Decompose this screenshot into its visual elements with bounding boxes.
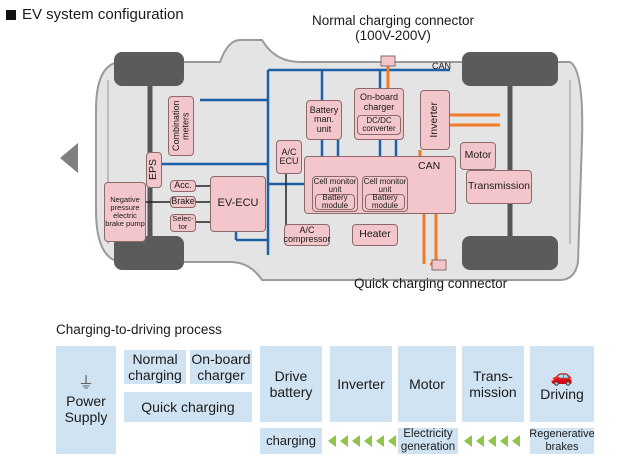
- acc-sensor: Acc.: [170, 180, 196, 192]
- driving-box: 🚗 Driving: [530, 346, 594, 422]
- ev-ecu: EV-ECU: [210, 176, 266, 232]
- wheel-rear-left: [462, 52, 558, 86]
- can-label-mid: CAN: [418, 160, 441, 172]
- transmission-box: Trans-mission: [462, 346, 524, 422]
- wheel-rear-right: [462, 236, 558, 270]
- bullet-square-icon: [6, 9, 16, 20]
- charger-group: On-board charger DC/DC converter: [354, 88, 404, 140]
- can-label-top: CAN: [432, 61, 452, 71]
- normal-charging-box: Normal charging: [124, 350, 186, 384]
- return-chevrons-1: [328, 435, 396, 447]
- negative-pressure-pump: Negative pressure electric brake pump: [104, 182, 146, 242]
- combination-meters: Combination meters: [168, 96, 194, 156]
- plug-icon: ⏚: [77, 374, 94, 392]
- dcdc-converter: DC/DC converter: [357, 114, 401, 135]
- eps-unit: EPS: [146, 152, 162, 188]
- cell-monitor-group-2: Cell monitor unit Battery module: [362, 176, 408, 212]
- selector: Selec-tor: [170, 214, 196, 232]
- wheel-front-left: [114, 52, 184, 86]
- motor: Motor: [460, 142, 496, 170]
- charging-return-box: charging: [260, 428, 322, 454]
- car-icon: 🚗: [550, 365, 574, 386]
- onboard-charger: On-board charger: [359, 92, 399, 112]
- inverter: Inverter: [420, 90, 450, 150]
- battery-module-2: Battery module: [365, 193, 405, 211]
- transmission: Transmission: [466, 170, 532, 204]
- quick-connector-label: Quick charging connector: [354, 276, 508, 291]
- return-chevrons-2: [464, 435, 520, 447]
- motor-box: Motor: [398, 346, 456, 422]
- power-supply-box: ⏚ Power Supply: [56, 346, 116, 454]
- electricity-generation-box: Electricity generation: [398, 428, 458, 454]
- wheel-front-right: [114, 236, 184, 270]
- regenerative-brakes-box: Regenerative brakes: [529, 428, 595, 454]
- cell-monitor-group-1: Cell monitor unit Battery module: [312, 176, 358, 212]
- ac-ecu: A/C ECU: [276, 140, 302, 174]
- quick-connector-port: [431, 259, 447, 271]
- process-title: Charging-to-driving process: [56, 322, 222, 337]
- section-title-text: EV system configuration: [22, 6, 184, 23]
- drive-battery-box: Drive battery: [260, 346, 322, 422]
- battery-management-unit: Battery man. unit: [306, 100, 342, 140]
- battery-module-1: Battery module: [315, 193, 355, 211]
- section-title: EV system configuration: [6, 6, 184, 23]
- onboard-charger-box: On-board charger: [190, 350, 252, 384]
- ev-diagram-drawing: [60, 39, 584, 281]
- normal-connector-label: Normal charging connector (100V-200V): [311, 13, 475, 43]
- ac-compressor: A/C compressor: [283, 224, 331, 246]
- quick-charging-box: Quick charging: [124, 392, 252, 422]
- brake-sensor: Brake: [170, 196, 196, 208]
- normal-connector-port: [380, 55, 396, 67]
- front-direction-icon: [60, 143, 78, 173]
- heater: Heater: [352, 224, 398, 246]
- inverter-box: Inverter: [330, 346, 392, 422]
